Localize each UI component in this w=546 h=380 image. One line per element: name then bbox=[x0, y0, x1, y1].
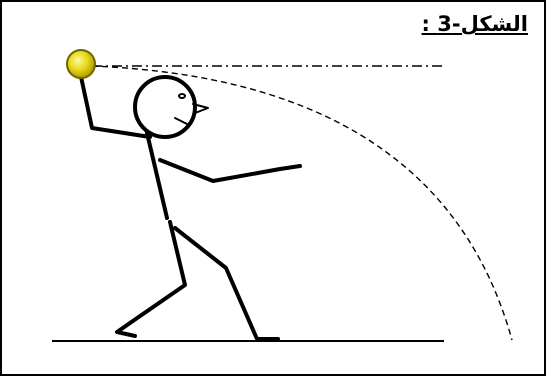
free-arm bbox=[160, 160, 300, 181]
front-leg bbox=[117, 222, 185, 336]
figure-caption: الشكل-3 : bbox=[422, 12, 528, 37]
eye bbox=[179, 94, 185, 98]
head bbox=[135, 77, 195, 137]
torso bbox=[147, 133, 167, 218]
thrower-stick-figure bbox=[80, 72, 300, 339]
back-leg bbox=[175, 228, 278, 339]
shot-put-ball-icon bbox=[67, 50, 95, 78]
